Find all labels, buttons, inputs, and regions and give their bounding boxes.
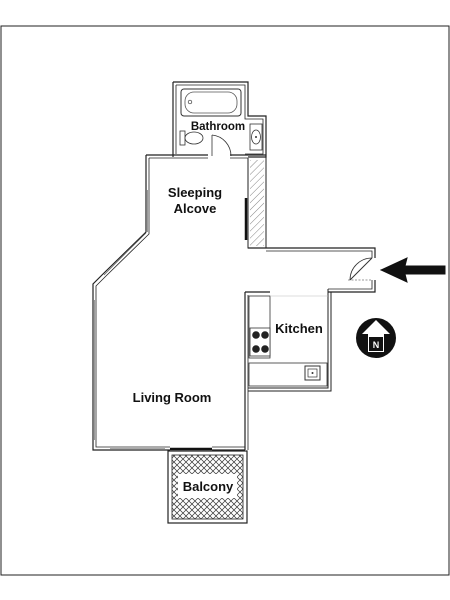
living-room-label: Living Room [133, 390, 212, 405]
balcony-label: Balcony [183, 479, 234, 494]
bathroom-door [211, 134, 232, 157]
compass-north-letter: N [373, 340, 380, 350]
walls [92, 81, 376, 451]
sleeping-alcove-label-line1: Sleeping [168, 185, 222, 200]
entrance-door[interactable] [348, 257, 373, 281]
bathroom-label: Bathroom [191, 121, 245, 133]
compass: N [356, 318, 396, 358]
stove [249, 327, 271, 357]
balcony [167, 450, 248, 524]
windows [94, 190, 165, 449]
kitchen-sink [304, 365, 321, 381]
sleeping-alcove-label-line2: Alcove [174, 201, 217, 216]
toilet [179, 130, 204, 146]
bathtub [180, 88, 242, 117]
arrow-left-icon [379, 257, 446, 283]
sink [249, 123, 263, 151]
closet [250, 160, 264, 246]
kitchen-label: Kitchen [275, 321, 323, 336]
page-frame [0, 25, 450, 576]
